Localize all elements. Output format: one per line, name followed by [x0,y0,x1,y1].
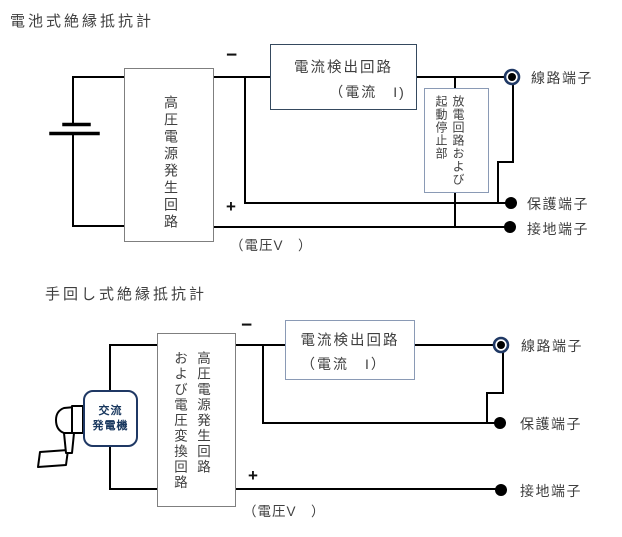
plus-sign-top: + [226,197,236,216]
voltage-label-top: （電圧V ） [230,238,313,253]
minus-sign-bottom: − [241,315,253,336]
line-terminal-top-label: 線路端子 [531,70,593,86]
ac-generator-box: 交流 発電機 [83,390,138,447]
earth-terminal-top-label: 接地端子 [527,221,589,237]
earth-terminal-bottom-label: 接地端子 [520,483,582,499]
ac-generator-label-line1: 交流 [98,404,123,417]
discharge-startstop-box [424,88,489,193]
guard-terminal-top-icon [505,197,517,209]
discharge-box-col-right: 放電回路および [451,95,465,186]
line-terminal-bottom-icon [492,336,510,354]
hv-source-box-top-label: 高圧電源発生回路 [163,95,179,231]
hv-source-box-top [124,68,214,242]
line-terminal-bottom-label: 線路端子 [521,338,583,354]
ac-generator-label-line2: 発電機 [92,419,129,432]
crank-circuit-wires [109,344,504,490]
voltage-label-bottom: （電圧V ） [243,504,326,519]
hv-source-converter-col-left: および電圧変換回路 [172,351,187,491]
plus-sign-bottom: + [248,466,258,485]
crank-handle-icon [37,405,84,468]
minus-sign-top: − [226,45,238,66]
current-detect-box-top-line2: （電流 I) [329,84,406,100]
guard-terminal-bottom-icon [494,417,506,429]
battery-meter-title: 電池式絶縁抵抗計 [10,13,155,30]
current-detect-box-bottom: 電流検出回路 （電流 I） [285,320,415,380]
current-detect-box-bottom-line2: （電流 I） [301,356,387,372]
discharge-box-col-left: 起動停止部 [434,95,448,160]
guard-terminal-bottom-label: 保護端子 [520,416,582,432]
earth-terminal-bottom-icon [495,484,507,496]
crank-meter-title: 手回し式絶縁抵抗計 [45,286,208,303]
current-detect-box-top-line1: 電流検出回路 [294,60,393,76]
line-terminal-top-icon [503,68,521,86]
current-detect-box-bottom-line1: 電流検出回路 [300,333,400,349]
battery-icon [49,122,100,136]
earth-terminal-top-icon [504,221,516,233]
hv-source-converter-box [157,333,236,507]
battery-circuit-wires [72,76,514,228]
hv-source-converter-col-right: 高圧電源発生回路 [195,351,210,475]
current-detect-box-top: 電流検出回路 （電流 I) [270,44,417,110]
guard-terminal-top-label: 保護端子 [527,196,589,212]
